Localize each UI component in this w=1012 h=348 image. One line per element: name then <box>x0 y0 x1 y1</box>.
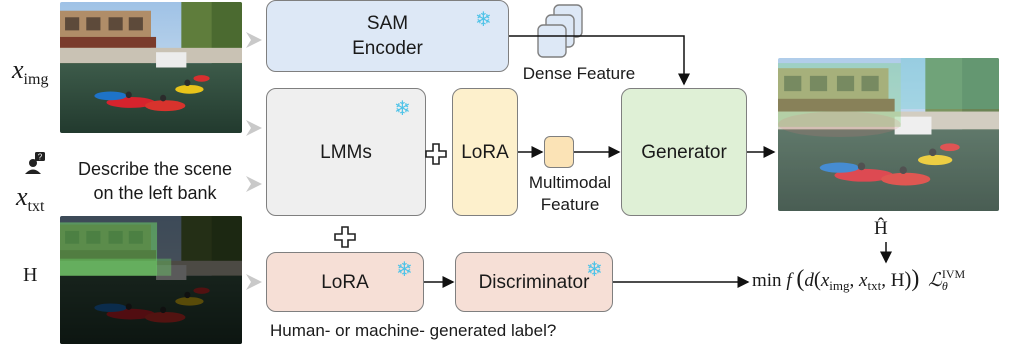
snowflake-icon: ❄ <box>586 257 603 281</box>
snowflake-icon: ❄ <box>475 7 492 31</box>
dense-feature-stack <box>536 2 586 66</box>
lora-top-block: LoRA <box>452 88 518 216</box>
output-image <box>778 58 999 211</box>
discriminator-block: Discriminator <box>455 252 613 312</box>
dense-feature-label: Dense Feature <box>522 64 636 83</box>
snowflake-icon: ❄ <box>396 257 413 281</box>
user-question-icon: ? <box>24 152 46 176</box>
multimodal-feature-label: Multimodal Feature <box>528 173 612 214</box>
h-hat-label: Ĥ <box>874 218 888 239</box>
svg-text:?: ? <box>38 153 43 162</box>
x-txt-label: xtxt <box>16 182 45 215</box>
x-img-label: ximg <box>12 55 49 88</box>
sam-encoder-block: SAM Encoder <box>266 0 509 72</box>
lmms-block: LMMs <box>266 88 426 216</box>
lora-bottom-block: LoRA <box>266 252 424 312</box>
mask-image <box>60 216 242 344</box>
prompt-text: Describe the scene on the left bank <box>77 159 233 203</box>
snowflake-icon: ❄ <box>394 96 411 120</box>
plus-icon <box>425 143 447 165</box>
question-caption: Human- or machine- generated label? <box>270 321 557 340</box>
generator-block: Generator <box>621 88 747 216</box>
h-label: H <box>23 264 38 286</box>
plus-icon <box>334 226 356 248</box>
multimodal-feature-cube <box>544 136 574 168</box>
